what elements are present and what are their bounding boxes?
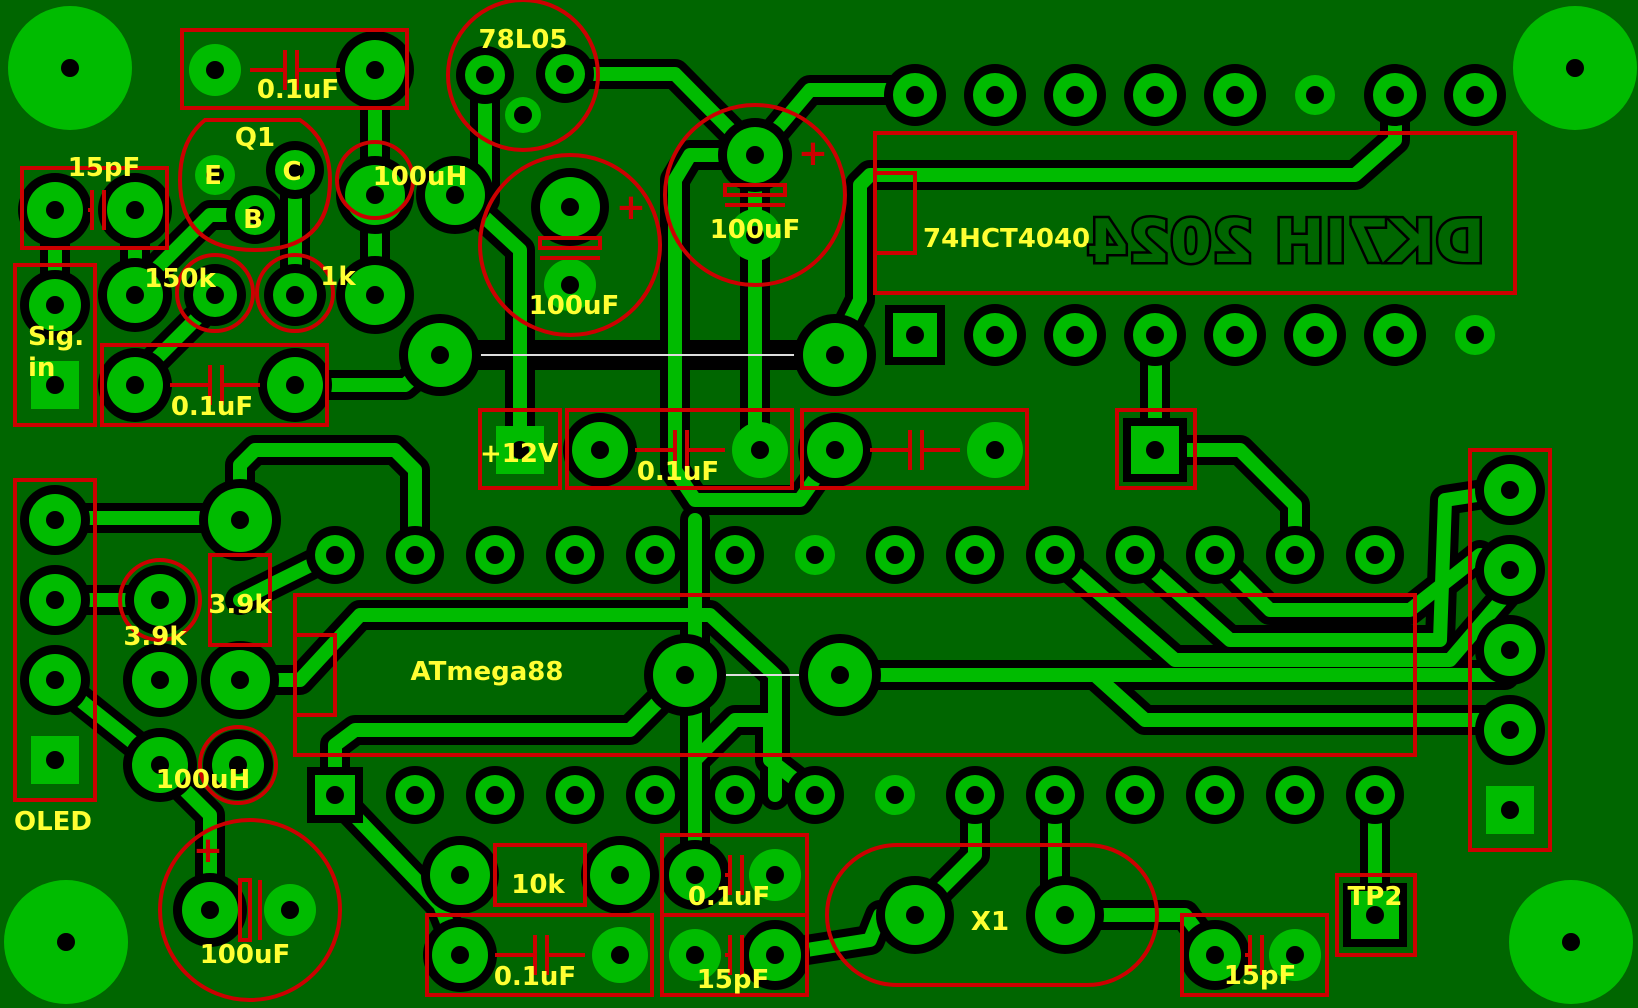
- transistor-pin-c-label: C: [282, 157, 301, 187]
- sig-in-label: Sig.: [28, 322, 84, 352]
- testpoint-outline: [1335, 873, 1417, 957]
- cap-outline: [180, 28, 409, 110]
- ic-notch: [873, 171, 917, 255]
- oled-label: OLED: [14, 807, 92, 837]
- ic-label-atmega88: ATmega88: [411, 657, 564, 687]
- resistor-outline: [175, 253, 255, 333]
- component-outlines: [13, 0, 1552, 1002]
- pads: [18, 31, 1545, 992]
- cap-label: 15pF: [68, 153, 141, 183]
- cap-label: 0.1uF: [257, 75, 339, 105]
- crystal-label: X1: [971, 907, 1009, 937]
- ic-notch: [293, 633, 337, 717]
- inductor-label: 100uH: [373, 162, 468, 192]
- transistor-pin-e-label: E: [204, 161, 222, 191]
- cap-outline: [100, 343, 329, 427]
- cap-label: 15pF: [1224, 961, 1297, 991]
- inductor-outline: [198, 725, 278, 805]
- cap-outline: [425, 913, 654, 997]
- resistor-label: 3.9k: [123, 622, 187, 652]
- crystal-outline: [825, 843, 1159, 987]
- resistor-outline: [208, 553, 272, 647]
- cap-label: 0.1uF: [688, 882, 770, 912]
- transistor-label: Q1: [235, 123, 275, 153]
- polarity-mark: +: [616, 187, 646, 228]
- cap-outline: [800, 408, 1029, 490]
- resistor-outline: [255, 253, 335, 333]
- testpoint-label: TP2: [1348, 882, 1403, 912]
- polarity-mark: +: [193, 830, 223, 871]
- regulator-label: 78L05: [479, 25, 568, 55]
- cap-label: 0.1uF: [494, 962, 576, 992]
- power-pad-outline: [478, 408, 562, 490]
- resistor-label: 1k: [320, 262, 356, 292]
- header-outline: [1468, 448, 1552, 852]
- elco-label: 100uF: [200, 940, 291, 970]
- elco-outline: [478, 153, 662, 337]
- inductor-label: 100uH: [156, 765, 251, 795]
- ic-label-74hct4040: 74HCT4040: [923, 224, 1090, 254]
- mounting-holes: [4, 6, 1637, 1004]
- oled-connector-outline: [13, 478, 97, 802]
- silkscreen: 78L05 0.1uF Q1 15pF E C B 100uH 100uF 74…: [14, 25, 1488, 995]
- cap-outline: [1180, 913, 1329, 997]
- cap-outline: [565, 408, 794, 490]
- polarity-mark: +: [798, 133, 828, 174]
- elco-outline: [663, 103, 847, 287]
- inductor-outline: [335, 140, 415, 220]
- resistor-outline: [118, 558, 202, 642]
- pad-outline: [1115, 408, 1197, 490]
- elco-outline: [158, 818, 342, 1002]
- resistor-label: 3.9k: [208, 590, 272, 620]
- elco-label: 100uF: [710, 215, 801, 245]
- transistor-pin-b-label: B: [243, 205, 263, 235]
- connector-outline: [13, 263, 97, 427]
- cap-label: 0.1uF: [171, 392, 253, 422]
- cap-label: 15pF: [697, 965, 770, 995]
- board-mark: DK7IH 2024: [1087, 207, 1485, 277]
- cap-label: 0.1uF: [637, 457, 719, 487]
- elco-label: 100uF: [529, 291, 620, 321]
- sig-in-label: in: [28, 353, 55, 383]
- resistor-label: 10k: [511, 870, 565, 900]
- resistor-label: 150k: [144, 264, 216, 294]
- regulator-outline: [446, 0, 600, 152]
- capacitor-symbols: [88, 50, 1264, 975]
- power-label: +12V: [480, 439, 558, 469]
- transistor-outline: [177, 118, 333, 253]
- cap-outline: [660, 913, 809, 997]
- cap-outline: [20, 166, 169, 250]
- resistor-outline: [493, 843, 587, 907]
